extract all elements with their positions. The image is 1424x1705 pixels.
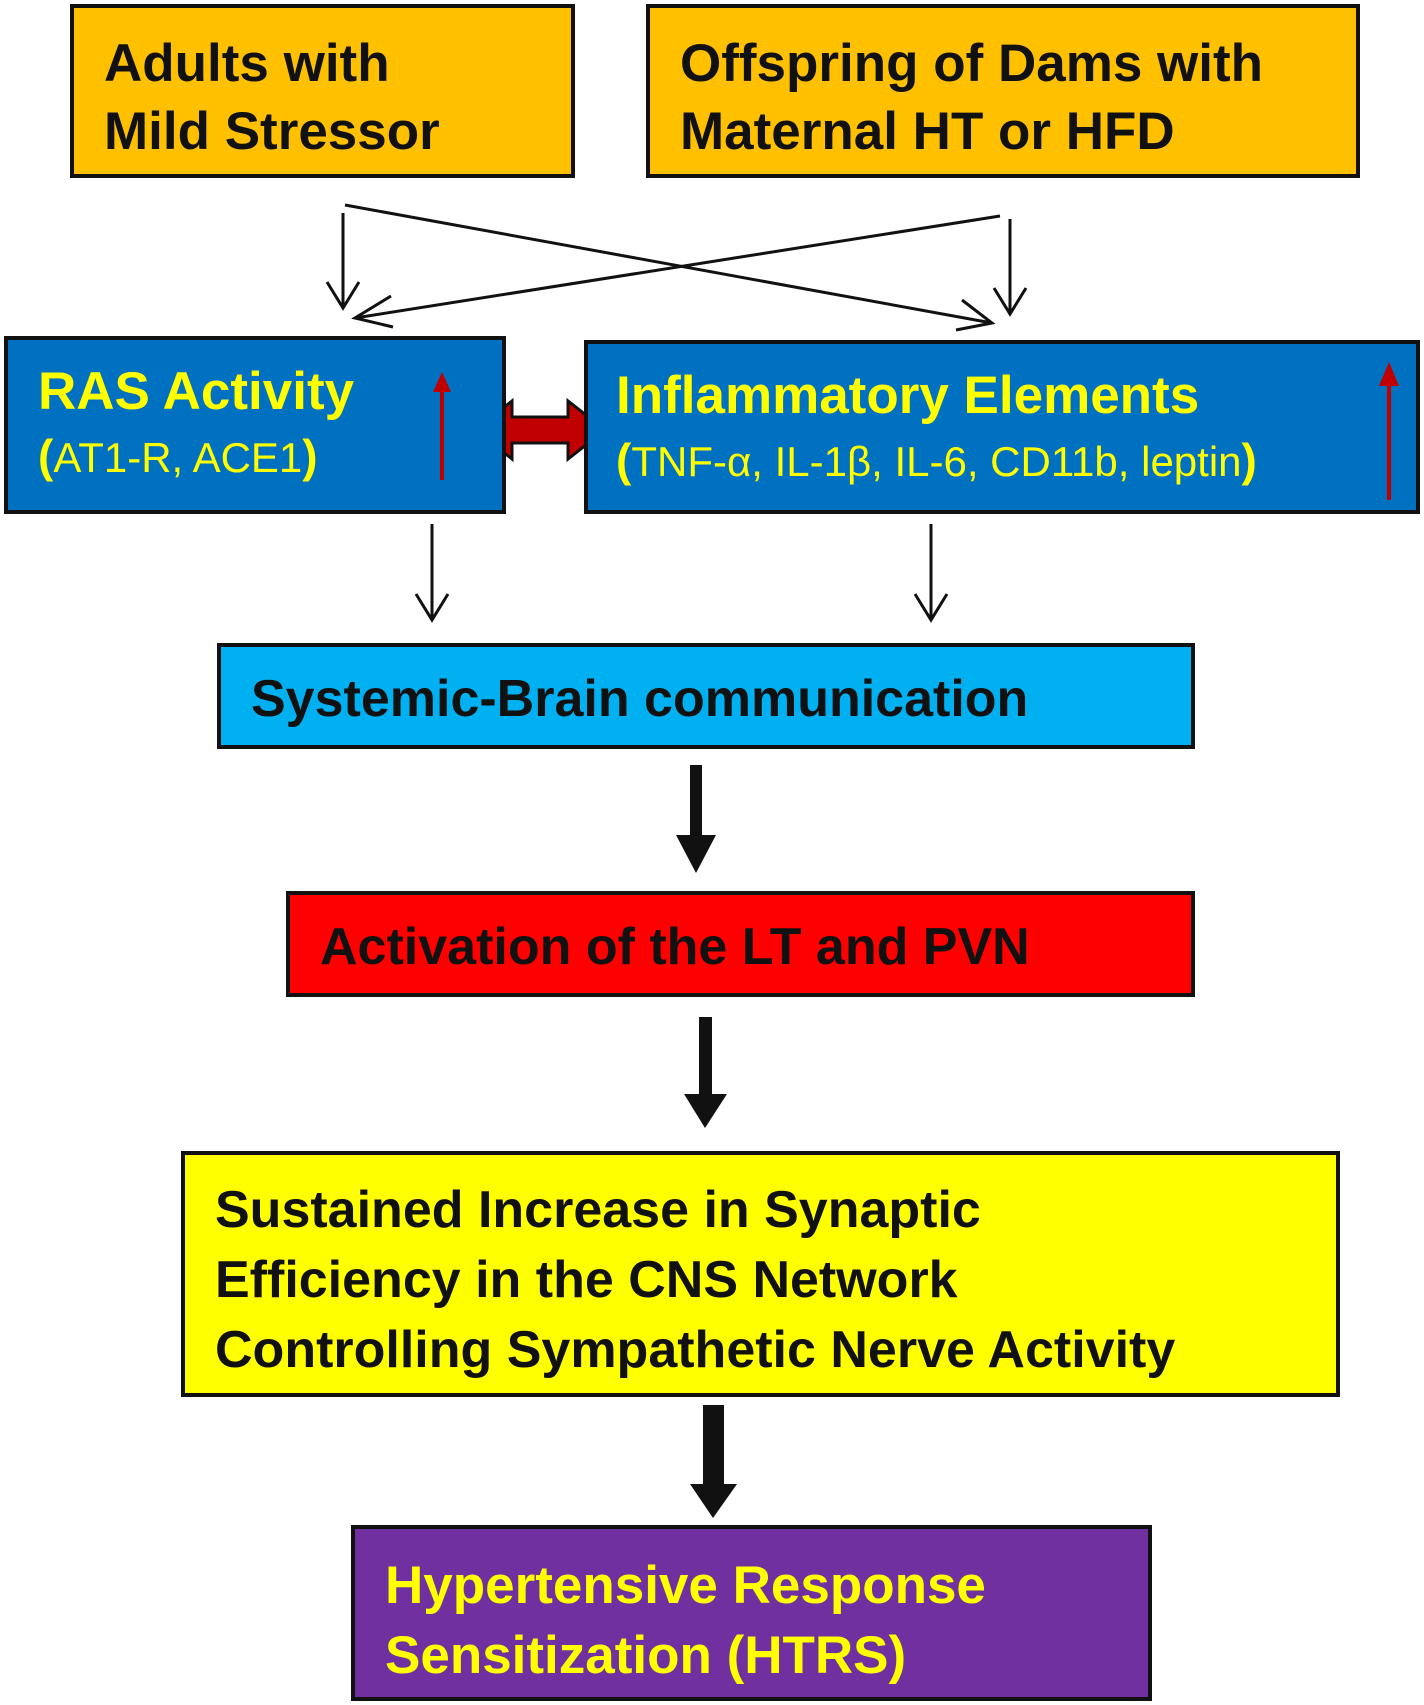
activation-lt-pvn-box: Activation of the LT and PVN	[286, 891, 1195, 997]
ras-title: RAS Activity	[38, 362, 355, 421]
arrow-adults-to-inflammatory	[344, 203, 996, 332]
htrs-line-2: Sensitization (HTRS)	[385, 1626, 907, 1685]
offspring-line-1: Offspring of Dams with	[680, 34, 1263, 93]
activation-label: Activation of the LT and PVN	[320, 918, 1030, 976]
ras-components: AT1-R, ACE1	[53, 434, 303, 481]
inflammatory-components: TNF-α, IL-1β, IL-6, CD11b, leptin	[631, 438, 1242, 485]
up-arrow-icon	[1379, 362, 1399, 500]
up-arrow-icon	[433, 372, 451, 480]
ras-subtitle: (AT1-R, ACE1)	[38, 430, 318, 482]
arrow-ras-to-systemic	[414, 524, 450, 623]
inflammatory-title: Inflammatory Elements	[616, 366, 1200, 425]
sustained-line-2: Efficiency in the CNS Network	[215, 1251, 958, 1309]
ras-activity-box: RAS Activity (AT1-R, ACE1)	[4, 336, 506, 514]
arrow-offspring-to-inflammatory	[992, 219, 1028, 317]
htrs-box: Hypertensive Response Sensitization (HTR…	[351, 1525, 1152, 1701]
sustained-increase-box: Sustained Increase in Synaptic Efficienc…	[181, 1151, 1340, 1397]
inflammatory-subtitle: (TNF-α, IL-1β, IL-6, CD11b, leptin)	[616, 434, 1257, 486]
systemic-label: Systemic-Brain communication	[251, 670, 1029, 728]
sustained-line-3: Controlling Sympathetic Nerve Activity	[215, 1321, 1176, 1379]
htrs-line-1: Hypertensive Response	[385, 1556, 986, 1615]
adults-mild-stressor-box: Adults with Mild Stressor	[70, 4, 575, 178]
arrow-offspring-to-ras	[351, 214, 1001, 329]
arrow-activation-to-sustained	[684, 1017, 727, 1128]
adults-line-1: Adults with	[104, 34, 390, 93]
offspring-line-2: Maternal HT or HFD	[680, 102, 1175, 161]
adults-line-2: Mild Stressor	[104, 102, 440, 161]
inflammatory-elements-box: Inflammatory Elements (TNF-α, IL-1β, IL-…	[584, 340, 1420, 514]
arrow-sustained-to-htrs	[690, 1405, 737, 1518]
sustained-line-1: Sustained Increase in Synaptic	[215, 1181, 981, 1239]
arrow-systemic-to-activation	[676, 765, 716, 873]
arrow-adults-to-ras	[325, 213, 361, 311]
offspring-box: Offspring of Dams with Maternal HT or HF…	[646, 4, 1360, 178]
arrow-inflammatory-to-systemic	[913, 524, 949, 623]
systemic-brain-communication-box: Systemic-Brain communication	[217, 643, 1195, 749]
